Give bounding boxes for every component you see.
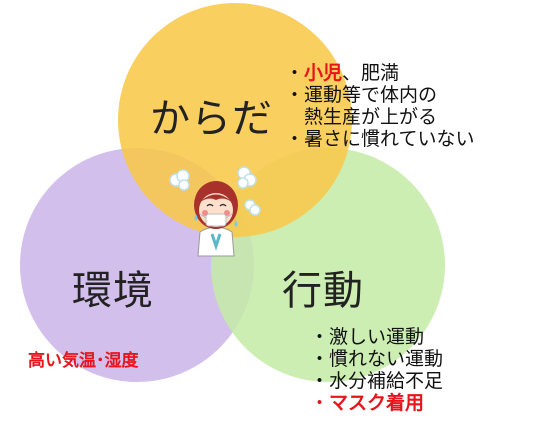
list-item: ・運動等で体内の <box>285 84 438 106</box>
child-with-mask-icon <box>169 166 261 257</box>
body-factors-list: ・小児、肥満 ・運動等で体内の 熱生産が上がる ・暑さに慣れていない <box>285 62 474 150</box>
behavior-factors-list: ・激しい運動 ・慣れない運動 ・水分補給不足 ・マスク着用 <box>310 326 443 414</box>
list-item: ・暑さに慣れていない <box>285 128 475 150</box>
body-circle-label: からだ <box>150 96 273 142</box>
behavior-circle-label: 行動 <box>282 268 364 314</box>
environment-factor-note: 高い気温･湿度 <box>28 351 139 371</box>
list-item: ・水分補給不足 <box>310 370 444 392</box>
list-item: ・慣れない運動 <box>310 348 444 370</box>
list-item: 熱生産が上がる <box>304 106 438 128</box>
list-item: ・マスク着用 <box>310 392 425 414</box>
list-item: ・激しい運動 <box>310 326 425 348</box>
list-item: ・小児、肥満 <box>285 62 400 84</box>
environment-circle-label: 環境 <box>72 268 154 314</box>
